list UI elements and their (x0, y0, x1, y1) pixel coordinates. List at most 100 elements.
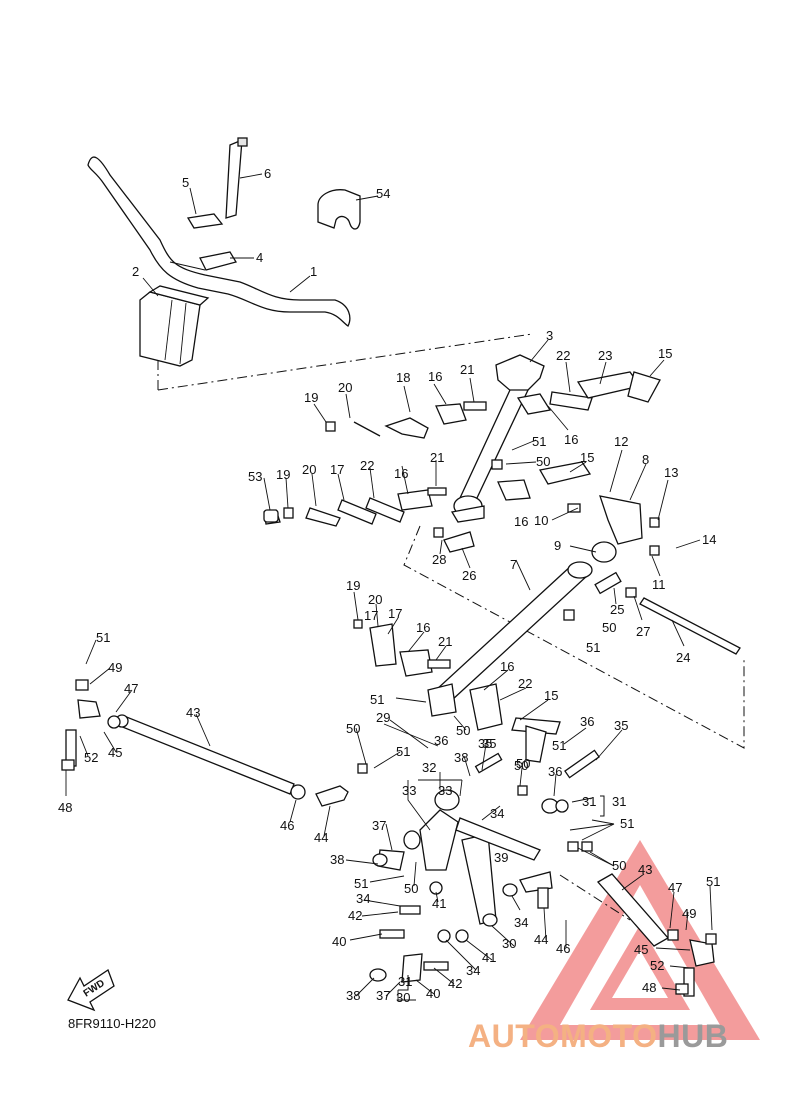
callout: 20 (302, 462, 316, 477)
fwd-arrow-icon: FWD (67, 969, 115, 1012)
callout: 19 (304, 390, 318, 405)
callout: 36 (548, 764, 562, 779)
callout: 19 (276, 467, 290, 482)
callout: 50 (536, 454, 550, 469)
callout: 34 (490, 806, 504, 821)
callout: 35 (614, 718, 628, 733)
callout: 16 (394, 466, 408, 481)
shaft-7 (434, 561, 593, 701)
callout: 51 (620, 816, 634, 831)
callout: 32 (422, 760, 436, 775)
bar-holder (186, 137, 248, 271)
callout: 21 (460, 362, 474, 377)
rod-43-left (61, 679, 306, 800)
callout: 44 (314, 830, 328, 845)
callout: 16 (416, 620, 430, 635)
diagram-code: 8FR9110-H220 (68, 1016, 156, 1031)
callout: 50 (602, 620, 616, 635)
callout: 51 (354, 876, 368, 891)
callout: 43 (638, 862, 652, 877)
callout: 52 (650, 958, 664, 973)
callout: 50 (514, 758, 528, 773)
callout: 17 (330, 462, 344, 477)
callout: 36 (434, 733, 448, 748)
callout: 15 (658, 346, 672, 361)
lower-linkage (315, 623, 600, 983)
callout: 16 (514, 514, 528, 529)
callout: 37 (376, 988, 390, 1003)
callout: 26 (462, 568, 476, 583)
callout: 25 (610, 602, 624, 617)
callout: 8 (642, 452, 649, 467)
callout: 43 (186, 705, 200, 720)
callout: 16 (564, 432, 578, 447)
callout: 50 (612, 858, 626, 873)
callout: 35 (482, 736, 496, 751)
callout: 49 (108, 660, 122, 675)
callout: 40 (426, 986, 440, 1001)
callout: 53 (248, 469, 262, 484)
callout: 15 (580, 450, 594, 465)
callout: 17 (388, 606, 402, 621)
callout: 18 (396, 370, 410, 385)
callout: 7 (510, 557, 517, 572)
callout: 51 (532, 434, 546, 449)
callout: 45 (634, 942, 648, 957)
callout: 50 (456, 723, 470, 738)
callout: 1 (310, 264, 317, 279)
callout: 33 (402, 783, 416, 798)
callout: 20 (338, 380, 352, 395)
callout: 52 (84, 750, 98, 765)
callout: 54 (376, 186, 390, 201)
callout: 39 (494, 850, 508, 865)
small-parts (263, 421, 637, 629)
callout: 5 (182, 175, 189, 190)
callout: 42 (448, 976, 462, 991)
callout: 36 (580, 714, 594, 729)
callout: 45 (108, 745, 122, 760)
callout: 34 (466, 963, 480, 978)
watermark-text: AUTOMOTOHUB (468, 1018, 728, 1055)
callout: 51 (552, 738, 566, 753)
callout: 46 (280, 818, 294, 833)
callout: 11 (652, 577, 666, 592)
callout: 48 (642, 980, 656, 995)
callout: 47 (668, 880, 682, 895)
callout: 49 (682, 906, 696, 921)
clamp-block (139, 285, 210, 367)
callout: 34 (356, 891, 370, 906)
callout: 16 (500, 659, 514, 674)
damper-cap (317, 189, 361, 230)
callout: 16 (428, 369, 442, 384)
callout: 34 (514, 915, 528, 930)
callout: 31 (612, 794, 626, 809)
callout: 51 (96, 630, 110, 645)
callout: 47 (124, 681, 138, 696)
callout: 51 (370, 692, 384, 707)
watermark-part-b: HUB (657, 1018, 729, 1054)
callout: 22 (360, 458, 374, 473)
callout: 51 (396, 744, 410, 759)
callout: 13 (664, 465, 678, 480)
callout: 41 (482, 950, 496, 965)
handlebar (87, 156, 351, 327)
callout: 38 (346, 988, 360, 1003)
callout: 12 (614, 434, 628, 449)
callout: 40 (332, 934, 346, 949)
callout: 38 (330, 852, 344, 867)
callout: 21 (438, 634, 452, 649)
callout: 44 (534, 932, 548, 947)
callout: 30 (396, 990, 410, 1005)
link-arms-upper (353, 371, 661, 439)
callout: 31 (398, 974, 412, 989)
callout-numbers: 1 2 3 4 5 6 7 8 9 10 11 12 13 14 15 16 1… (58, 166, 720, 1005)
callout: 27 (636, 624, 650, 639)
rod-24 (639, 597, 741, 655)
callout: 28 (432, 552, 446, 567)
callout: 35 (478, 736, 492, 751)
callout: 14 (702, 532, 716, 547)
watermark-part-a: AUTOMOTO (468, 1018, 658, 1054)
callout: 33 (438, 783, 452, 798)
callout: 4 (256, 250, 263, 265)
